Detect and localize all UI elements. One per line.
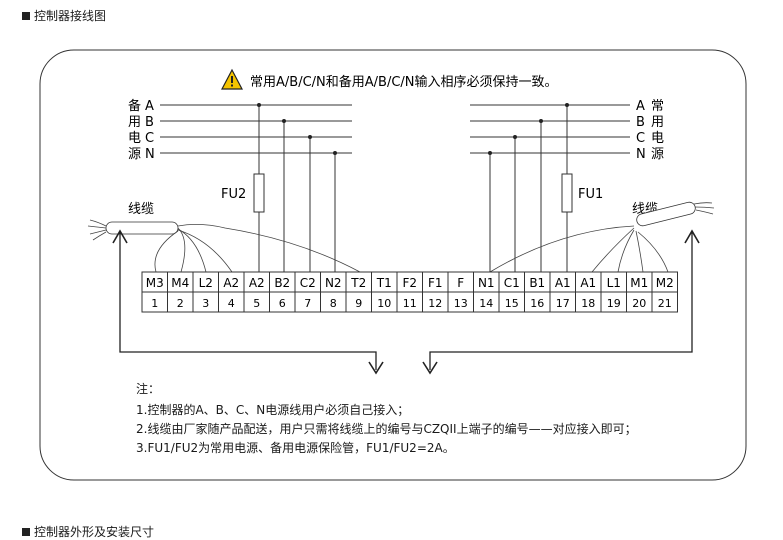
- terminal-number: 3: [202, 297, 209, 310]
- note-2: 2.线缆由厂家随产品配送，用户只需将线缆上的编号与CZQII上端子的编号——对应…: [136, 422, 637, 436]
- section-title-dimensions: 控制器外形及安装尺寸: [22, 523, 154, 540]
- terminal-number: 6: [279, 297, 286, 310]
- section-title-wiring: 控制器接线图: [22, 7, 106, 24]
- right-source-char-2: 用: [651, 115, 664, 130]
- terminal-number: 15: [505, 297, 519, 310]
- arrow-down-left-icon: [368, 361, 384, 375]
- right-phase-a: A: [636, 99, 645, 114]
- left-bus-lines: [160, 104, 352, 154]
- square-bullet-icon: [22, 528, 30, 536]
- terminal-label: T2: [350, 276, 366, 290]
- left-junction-dots: [257, 103, 337, 155]
- terminal-label: M3: [146, 276, 164, 290]
- diagram-frame: [39, 49, 747, 481]
- note-heading: 注：: [136, 382, 161, 396]
- terminal-number: 12: [428, 297, 442, 310]
- terminal-number: 17: [556, 297, 570, 310]
- terminal-label: A2: [223, 276, 239, 290]
- terminal-label: M2: [656, 276, 674, 290]
- terminal-number: 5: [253, 297, 260, 310]
- right-drop-wires: [489, 105, 568, 272]
- terminal-number: 1: [151, 297, 158, 310]
- left-drop-wires: [258, 105, 336, 272]
- right-bus-lines: [470, 104, 630, 154]
- terminal-label: F: [457, 276, 464, 290]
- connection-arrows: [119, 232, 693, 370]
- terminal-label: L2: [199, 276, 213, 290]
- terminal-label: F1: [428, 276, 443, 290]
- terminal-number: 11: [403, 297, 417, 310]
- terminal-number: 7: [304, 297, 311, 310]
- fuse-fu2-label: FU2: [221, 187, 246, 202]
- cable-label-left: 线缆: [128, 201, 154, 217]
- terminal-label: B2: [274, 276, 290, 290]
- terminal-label: C2: [300, 276, 316, 290]
- terminal-label: F2: [402, 276, 417, 290]
- right-junction-dots: [488, 103, 569, 155]
- right-phase-n: N: [636, 147, 646, 162]
- arrow-up-left-icon: [112, 229, 128, 244]
- terminal-label: M1: [630, 276, 648, 290]
- left-source-char-4: 源: [128, 147, 141, 162]
- right-source-char-1: 常: [651, 99, 664, 114]
- warning-icon: [221, 68, 243, 90]
- cable-bundle-left: [87, 219, 361, 273]
- terminal-block: M3 1 M4 2 L2 3 A2 4 A2 5 B2 6 C2 7 N2 8 T2 9 T1 10 F2 11 F1 12 F…: [141, 271, 678, 313]
- terminal-number: 2: [177, 297, 184, 310]
- terminal-number: 9: [355, 297, 362, 310]
- right-phase-c: C: [636, 131, 645, 146]
- terminal-label: B1: [529, 276, 545, 290]
- terminal-label: N2: [325, 276, 342, 290]
- arrow-up-right-icon: [684, 229, 700, 244]
- terminal-number: 14: [479, 297, 493, 310]
- terminal-number: 13: [454, 297, 468, 310]
- fuse-fu2: [253, 173, 265, 213]
- terminal-label: M4: [171, 276, 189, 290]
- left-phase-b: B: [145, 115, 154, 130]
- right-source-char-4: 源: [651, 147, 664, 162]
- left-phase-a: A: [145, 99, 154, 114]
- terminal-number: 10: [377, 297, 391, 310]
- cable-bundle-right: [489, 201, 715, 273]
- terminal-label: N1: [478, 276, 495, 290]
- terminal-number: 19: [607, 297, 621, 310]
- terminal-number: 16: [530, 297, 544, 310]
- terminal-label: A1: [555, 276, 571, 290]
- left-source-char-2: 用: [128, 115, 141, 130]
- left-phase-c: C: [145, 131, 154, 146]
- square-bullet-icon: [22, 12, 30, 20]
- right-source-char-3: 电: [651, 131, 664, 146]
- terminal-number: 21: [658, 297, 672, 310]
- terminal-label: C1: [504, 276, 520, 290]
- fuse-fu1-label: FU1: [578, 187, 603, 202]
- fuse-fu1: [561, 173, 573, 213]
- terminal-label: A1: [580, 276, 596, 290]
- terminal-number: 8: [330, 297, 337, 310]
- terminal-number: 18: [581, 297, 595, 310]
- terminal-label: T1: [376, 276, 392, 290]
- terminal-label: L1: [607, 276, 621, 290]
- warning-text: 常用A/B/C/N和备用A/B/C/N输入相序必须保持一致。: [250, 74, 558, 90]
- left-phase-n: N: [145, 147, 155, 162]
- note-1: 1.控制器的A、B、C、N电源线用户必须自己接入；: [136, 403, 410, 417]
- left-source-char-1: 备: [128, 98, 141, 114]
- right-phase-b: B: [636, 115, 645, 130]
- terminal-label: A2: [249, 276, 265, 290]
- terminal-number: 4: [228, 297, 235, 310]
- terminal-number: 20: [632, 297, 646, 310]
- left-source-char-3: 电: [128, 131, 141, 146]
- note-3: 3.FU1/FU2为常用电源、备用电源保险管，FU1/FU2=2A。: [136, 441, 455, 455]
- arrow-down-right-icon: [422, 361, 438, 375]
